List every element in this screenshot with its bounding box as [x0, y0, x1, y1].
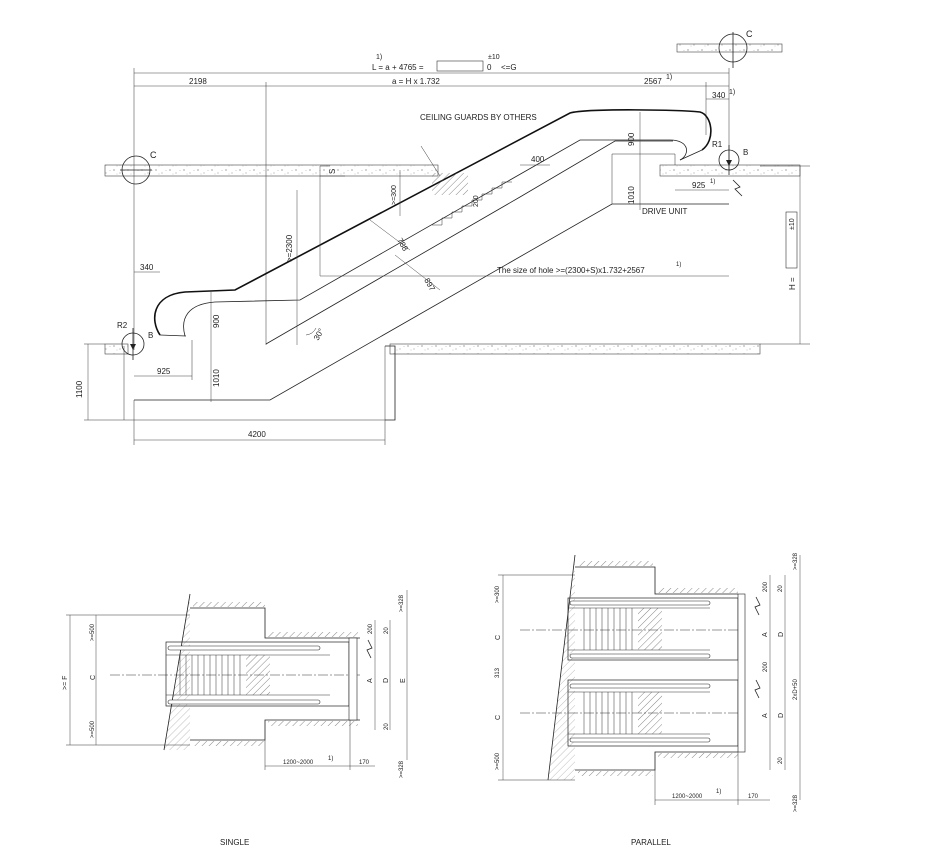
dim-200: 200: [473, 195, 480, 207]
parallel-dim-range: 1200~2000: [672, 794, 703, 800]
formula-L: L = a + 4765 =: [372, 63, 424, 72]
svg-text:20: 20: [778, 585, 784, 592]
upper-floor: C R1 B: [104, 140, 801, 185]
parallel-dim-a-bottom: A: [762, 713, 769, 718]
svg-text:0: 0: [487, 63, 492, 72]
svg-text:1): 1): [729, 89, 735, 96]
single-dim-e: E: [400, 678, 407, 683]
top-dimension-chain: 1) L = a + 4765 = ±10 0 <=G 2198 a = H x…: [133, 54, 735, 350]
single-dim-range: 1200~2000: [283, 760, 314, 766]
lower-floor: R2 B 340 900 1010 1100 925 4200: [75, 263, 761, 441]
label-c-top: C: [746, 29, 753, 39]
svg-text:±10: ±10: [488, 54, 500, 61]
truss: [123, 140, 729, 445]
dim-2198: 2198: [189, 77, 207, 86]
single-dim-f: >= F: [62, 676, 69, 690]
dim-340-top: 340: [712, 91, 726, 100]
parallel-dim-c-top: C: [495, 635, 502, 640]
svg-text:1): 1): [710, 179, 715, 185]
single-dim-170: 170: [359, 760, 370, 766]
ceiling-guards-label: CEILING GUARDS BY OTHERS: [420, 113, 537, 122]
dim-1010-bottom: 1010: [212, 369, 221, 387]
label-b-top: B: [743, 148, 748, 157]
svg-text:1): 1): [376, 54, 382, 61]
parallel-dim-a-top: A: [762, 632, 769, 637]
dim-925-top: 925: [692, 181, 706, 190]
parallel-dim-c-bottom: C: [495, 715, 502, 720]
parallel-dim-d-bottom: D: [778, 713, 785, 718]
single-plan: >= F >=500 C >=500 >=328 >=328 200 20 A …: [62, 590, 408, 847]
svg-text:1): 1): [716, 789, 721, 795]
parallel-dim-328-bottom: >=328: [793, 794, 799, 812]
parallel-dim-200-mid: 200: [763, 661, 769, 672]
single-dim-20-top: 20: [384, 627, 390, 634]
label-r2: R2: [117, 321, 128, 330]
section-view: C 1) L = a + 4765 = ±10 0 <=G 2198 a = H…: [75, 29, 810, 445]
dim-300: >=300: [391, 185, 398, 205]
dim-1100: 1100: [75, 380, 84, 398]
parallel-plan: >=300 C 313 C >=500 >=328 200 20 A D 200…: [495, 552, 801, 847]
label-h: H =: [788, 277, 797, 290]
parallel-dim-328-top: >=328: [793, 552, 799, 570]
parallel-dim-313: 313: [495, 667, 501, 678]
dim-s: S: [328, 169, 337, 174]
single-dim-20-bottom: 20: [384, 723, 390, 730]
steps: CEILING GUARDS BY OTHERS: [420, 113, 537, 226]
single-dim-200: 200: [368, 623, 374, 634]
single-dim-c: C: [90, 675, 97, 680]
parallel-dim-d-top: D: [778, 632, 785, 637]
label-c-left: C: [150, 150, 157, 160]
single-dim-d: D: [383, 678, 390, 683]
dim-900-top: 900: [627, 132, 636, 146]
single-dim-a: A: [367, 678, 374, 683]
svg-text:1): 1): [328, 756, 333, 762]
parallel-dim-170: 170: [748, 794, 759, 800]
dim-4200: 4200: [248, 430, 266, 439]
svg-text:<=G: <=G: [501, 63, 517, 72]
inner-dimensions: S >=2300 >=300 400 200 900 1010 925 1) D…: [285, 112, 743, 345]
dim-900-bottom: 900: [212, 314, 221, 328]
dim-1010-top: 1010: [627, 186, 636, 204]
single-dim-500-bottom: >=500: [90, 720, 96, 738]
detail-c-top: C: [676, 29, 783, 68]
svg-text:1): 1): [666, 74, 672, 81]
svg-text:20: 20: [778, 757, 784, 764]
dim-788: 788: [395, 237, 410, 254]
svg-text:1): 1): [676, 262, 681, 268]
parallel-dim-200-top: 200: [763, 581, 769, 592]
dim-2567: 2567: [644, 77, 662, 86]
handrail: [153, 109, 712, 337]
hole-size-label: The size of hole >=(2300+S)x1.732+2567: [497, 266, 645, 275]
single-dim-500-top: >=500: [90, 623, 96, 641]
dim-2300: >=2300: [285, 234, 294, 262]
single-dim-328-top: >=328: [399, 594, 405, 612]
angle-label: 30°: [312, 327, 326, 342]
dim-925-bottom: 925: [157, 367, 171, 376]
dim-340-bottom: 340: [140, 263, 154, 272]
single-dim-328-bottom: >=328: [399, 760, 405, 778]
dim-400: 400: [531, 155, 545, 164]
h-dimension: H = ±10: [760, 165, 810, 345]
label-r1: R1: [712, 140, 723, 149]
parallel-dim-300: >=300: [495, 585, 501, 603]
drive-unit-label: DRIVE UNIT: [642, 207, 687, 216]
parallel-dim-2d50: 2xD+50: [793, 678, 799, 700]
dim-a: a = H x 1.732: [392, 77, 440, 86]
single-caption: SINGLE: [220, 838, 249, 847]
dim-897: 897: [422, 277, 437, 294]
parallel-dim-500: >=500: [495, 752, 501, 770]
label-b-bottom: B: [148, 331, 153, 340]
parallel-caption: PARALLEL: [631, 838, 671, 847]
parallel-steps-top: [568, 607, 710, 651]
svg-text:±10: ±10: [789, 218, 796, 230]
